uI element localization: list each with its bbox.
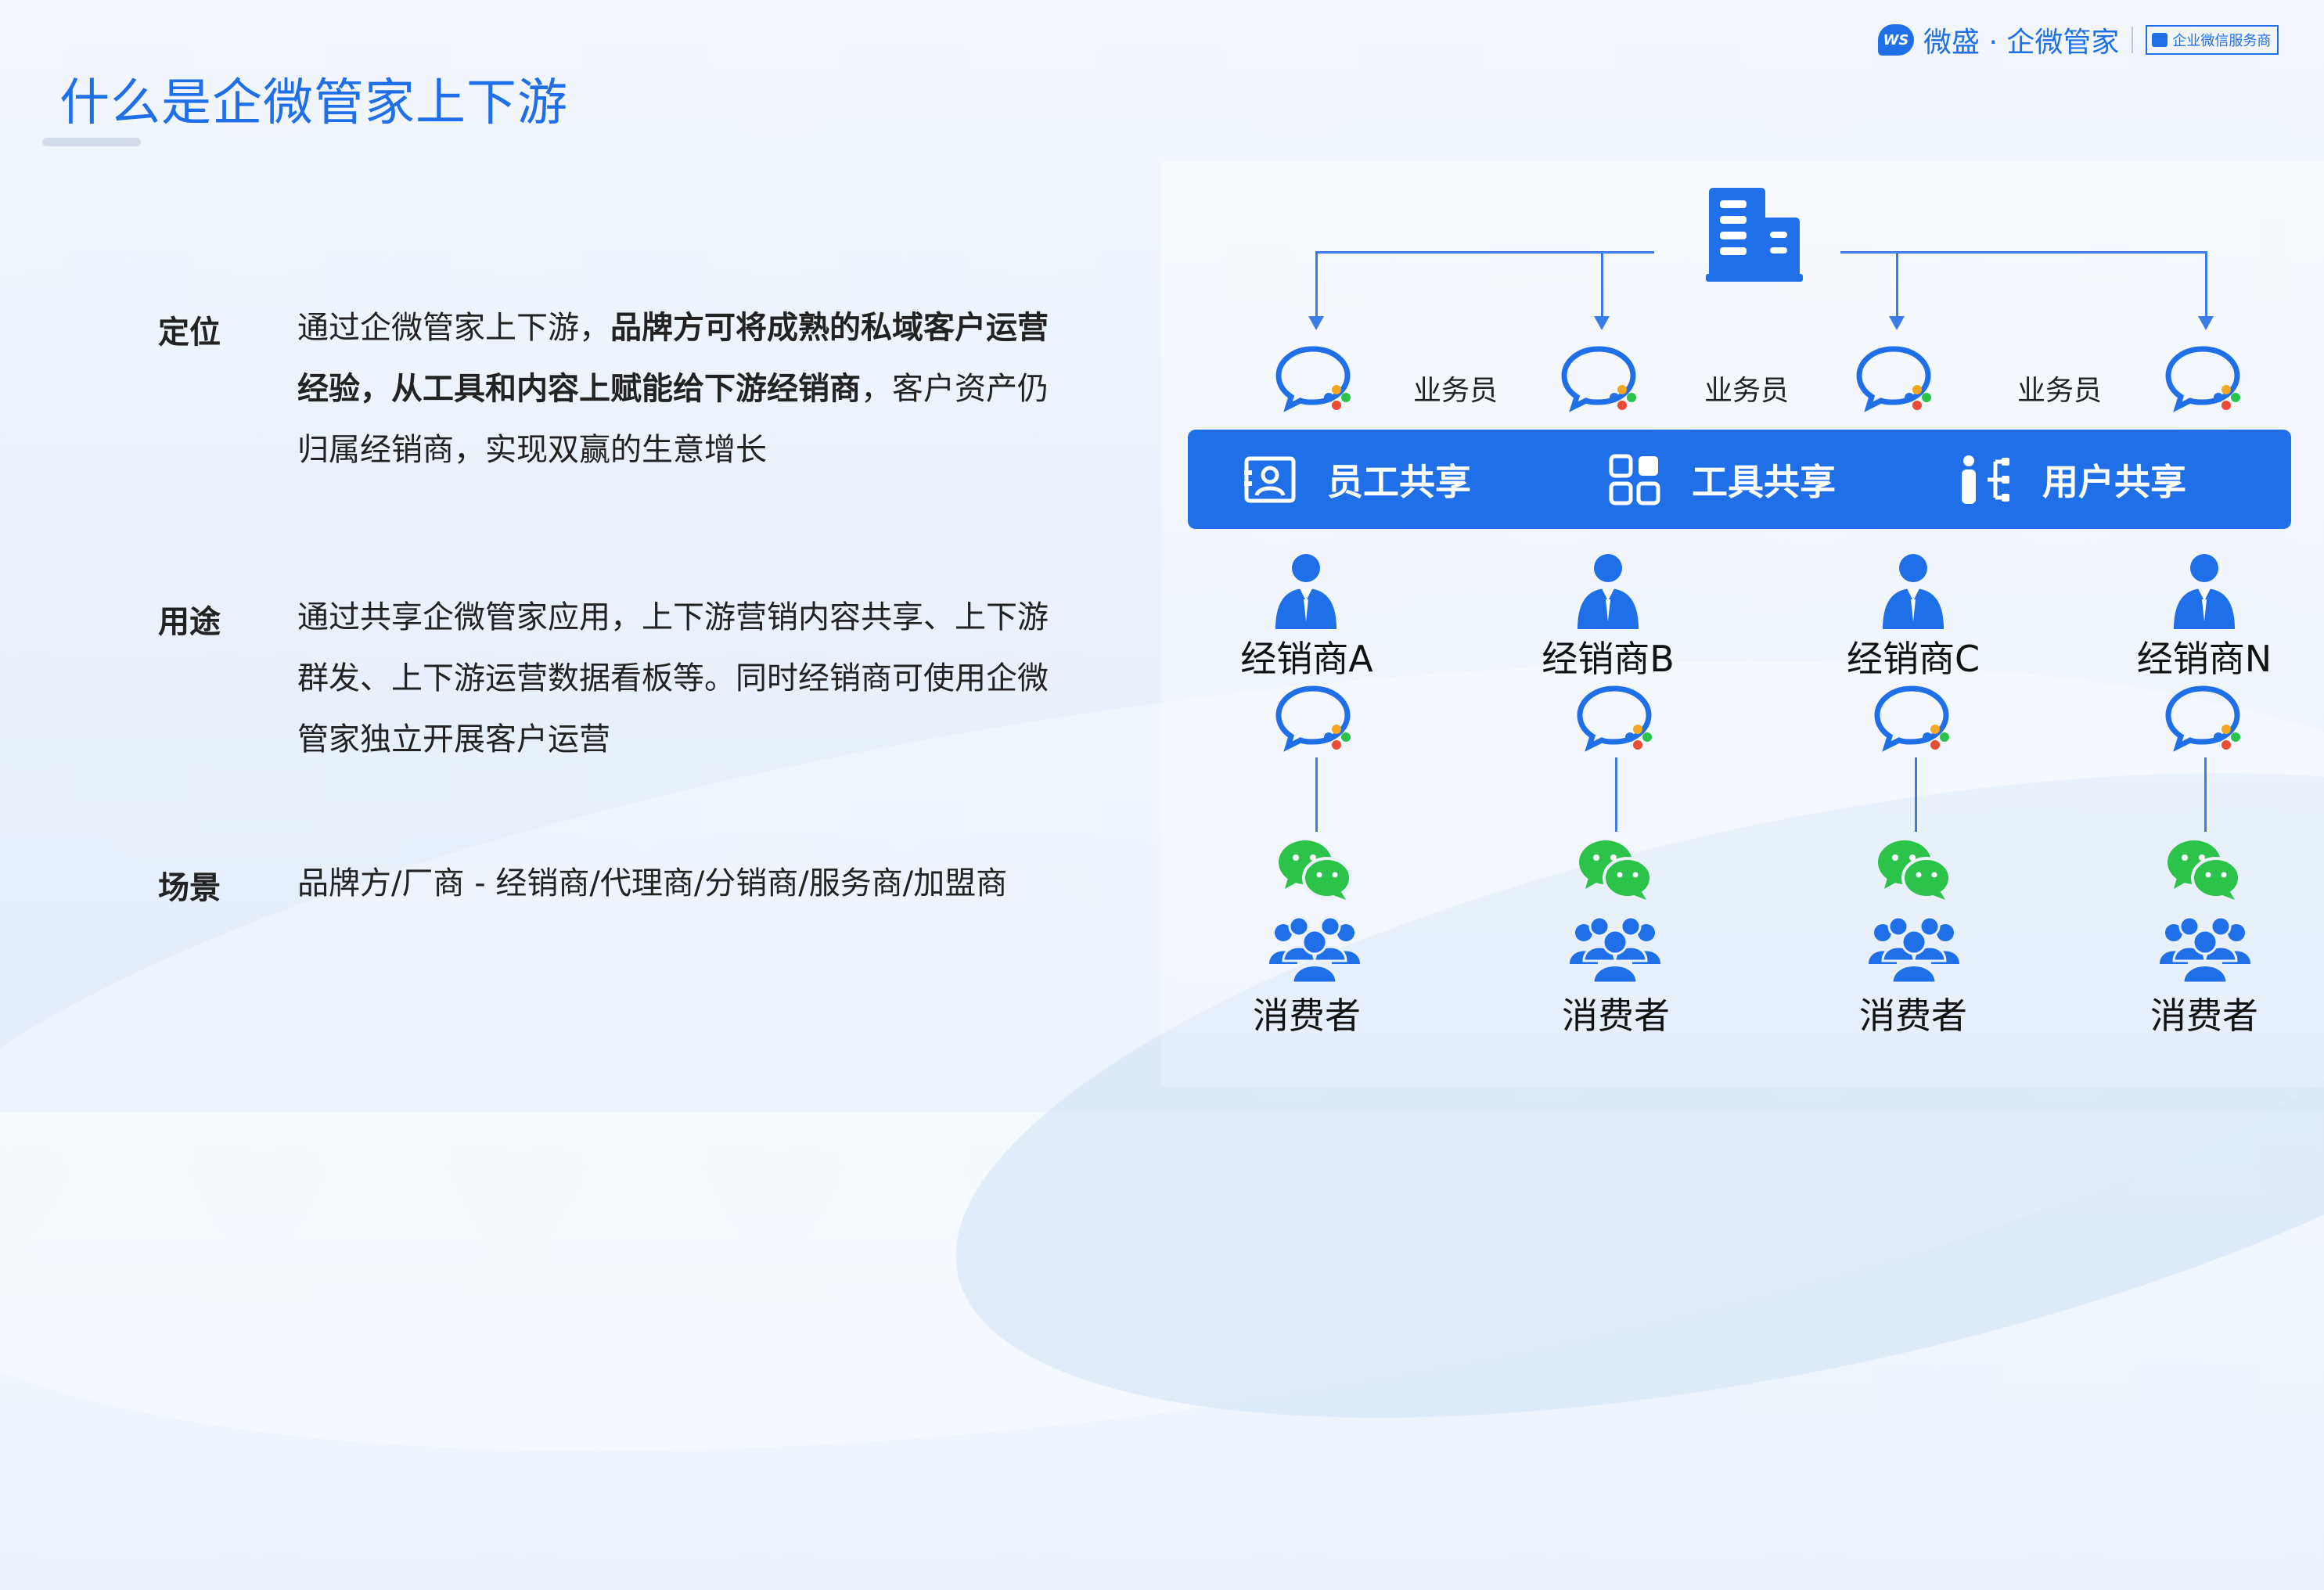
connector-line [1896, 251, 1898, 317]
dealer-label: 经销商N [2136, 638, 2272, 680]
brand-logo-area: WS 微盛 · 企微管家 企业微信服务商 [1878, 20, 2279, 59]
user-tree-icon [1962, 455, 2009, 504]
wecom-icon [2165, 685, 2240, 752]
dealer-label: 经销商C [1846, 638, 1980, 680]
diagram-panel [1161, 161, 2324, 1088]
brand-name: 微盛 · 企微管家 [1923, 27, 2120, 59]
row-text-scenario: 品牌方/厂商 - 经销商/代理商/分销商/服务商/加盟商 [297, 853, 1056, 914]
wecom-icon [1275, 685, 1351, 752]
connector-line [2205, 251, 2207, 317]
band-label: 工具共享 [1692, 460, 1836, 503]
dealer-label: 经销商A [1240, 638, 1373, 680]
salesperson-label: 业务员 [1704, 375, 1790, 407]
ws-logo-icon: WS [1878, 24, 1914, 56]
row-text-positioning: 通过企微管家上下游，品牌方可将成熟的私域客户运营经验，从工具和内容上赋能给下游经… [297, 297, 1056, 480]
businessman-icon [2174, 554, 2235, 629]
row-text-segment: 品牌方可将成熟的私域客户运营经验，从工具和内容上赋能给下游经销商 [297, 310, 1049, 407]
wechat-icon [1279, 840, 1352, 900]
crowd-icon [1570, 916, 1660, 983]
consumer-label: 消费者 [1562, 995, 1670, 1037]
row-label-scenario: 场景 [158, 870, 221, 906]
wechat-icon [1878, 840, 1952, 900]
share-band: 员工共享 工具共享 用户共享 [1188, 430, 2291, 529]
brand-badge: 企业微信服务商 [2146, 25, 2279, 55]
wechat-icon [1579, 840, 1653, 900]
page-title: 什么是企微管家上下游 [59, 74, 568, 132]
dealer-label: 经销商B [1542, 638, 1675, 680]
row-text-segment: 品牌方/厂商 - 经销商/代理商/分销商/服务商/加盟商 [297, 865, 1008, 901]
wecom-icon [1275, 346, 1351, 412]
band-item-tools: 工具共享 [1609, 430, 1836, 529]
brand-divider [2132, 27, 2134, 53]
consumer-label: 消费者 [1253, 995, 1361, 1037]
wecom-icon [1577, 685, 1652, 752]
connector-line [1915, 757, 1917, 832]
connector-line [1601, 251, 1603, 317]
crowd-icon [1869, 916, 1959, 983]
businessman-icon [1275, 554, 1336, 629]
consumer-label: 消费者 [1859, 995, 1967, 1037]
row-text-usage: 通过共享企微管家应用，上下游营销内容共享、上下游群发、上下游运营数据看板等。同时… [297, 587, 1056, 770]
salesperson-label: 业务员 [2017, 375, 2103, 407]
band-item-staff: 员工共享 [1244, 430, 1471, 529]
band-label: 用户共享 [2042, 460, 2186, 503]
building-icon [1706, 188, 1803, 282]
apps-grid-icon [1609, 454, 1660, 505]
consumer-label: 消费者 [2150, 995, 2258, 1037]
connector-line [1316, 251, 1654, 254]
band-label: 员工共享 [1327, 460, 1471, 503]
connector-line [1315, 757, 1318, 832]
row-text-segment: 通过共享企微管家应用，上下游营销内容共享、上下游群发、上下游运营数据看板等。同时… [297, 599, 1049, 757]
row-text-segment: 通过企微管家上下游， [297, 310, 610, 346]
wecom-icon [2165, 346, 2240, 412]
wecom-icon [1856, 346, 1931, 412]
crowd-icon [1269, 916, 1360, 983]
crowd-icon [2160, 916, 2250, 983]
staff-card-icon [1244, 456, 1296, 502]
row-label-positioning: 定位 [158, 315, 221, 351]
arrow-down-icon [2198, 316, 2214, 330]
wecom-icon [1874, 685, 1949, 752]
connector-line [1615, 757, 1617, 832]
connector-line [1840, 251, 2207, 254]
connector-line [2204, 757, 2207, 832]
wecom-icon [1561, 346, 1636, 412]
row-label-usage: 用途 [158, 604, 221, 640]
salesperson-label: 业务员 [1413, 375, 1498, 407]
arrow-down-icon [1889, 316, 1905, 330]
brand-badge-text: 企业微信服务商 [2172, 33, 2272, 49]
arrow-down-icon [1594, 316, 1610, 330]
wechat-icon [2168, 840, 2241, 900]
band-item-users: 用户共享 [1959, 430, 2186, 529]
businessman-icon [1578, 554, 1639, 629]
row-text-segment: ，客户资产仍归属经销商，实现双赢的生意增长 [297, 371, 1049, 468]
businessman-icon [1883, 554, 1944, 629]
title-underline [42, 138, 141, 146]
wecom-badge-icon [2152, 33, 2168, 47]
connector-line [1315, 251, 1318, 317]
arrow-down-icon [1308, 316, 1324, 330]
